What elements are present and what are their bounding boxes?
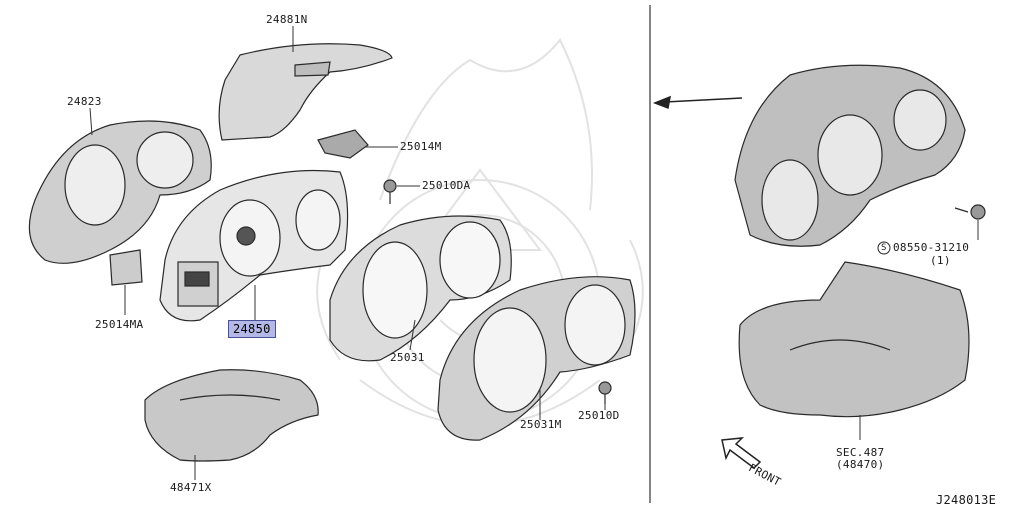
label-24850: 24850 — [228, 320, 276, 338]
label-sec487-ref: (48470) — [836, 458, 885, 471]
label-08550-31210: 08550-31210 — [893, 241, 970, 254]
lower-cover-sec487 — [738, 261, 970, 418]
mask-25031 — [329, 215, 512, 362]
label-25010DA: 25010DA — [422, 179, 471, 192]
column-cover-48471X — [144, 369, 319, 462]
front-arrow-icon — [721, 437, 762, 469]
label-24881N: 24881N — [266, 13, 308, 26]
plate-25014MA — [109, 249, 143, 286]
hood-cover-24881N — [218, 43, 393, 141]
leader-24823 — [89, 107, 93, 136]
label-25010D: 25010D — [578, 409, 620, 422]
clip-25010D — [598, 381, 612, 404]
label-24823: 24823 — [67, 95, 102, 108]
clip-25010DA — [383, 179, 397, 204]
label-25031M: 25031M — [520, 418, 562, 431]
bezel-ring-24823 — [28, 120, 212, 264]
screw-08550-31210 — [954, 204, 986, 220]
leader-25031 — [409, 319, 416, 351]
screw-symbol-icon — [877, 241, 891, 255]
label-08550-qty: (1) — [930, 254, 951, 267]
label-25014M: 25014M — [400, 140, 442, 153]
mask-25031M — [437, 276, 636, 441]
bracket-25014M — [317, 129, 369, 159]
label-sec487: SEC.487 — [836, 446, 885, 459]
label-25031: 25031 — [390, 351, 425, 364]
arrow-left-icon — [652, 95, 743, 110]
label-48471X: 48471X — [170, 481, 212, 494]
diagram-id: J248013E — [936, 493, 997, 507]
installed-cluster — [734, 64, 966, 247]
label-25014MA: 25014MA — [95, 318, 144, 331]
screw-symbol-letter: S — [881, 243, 887, 253]
meter-assembly-24850 — [159, 169, 349, 322]
